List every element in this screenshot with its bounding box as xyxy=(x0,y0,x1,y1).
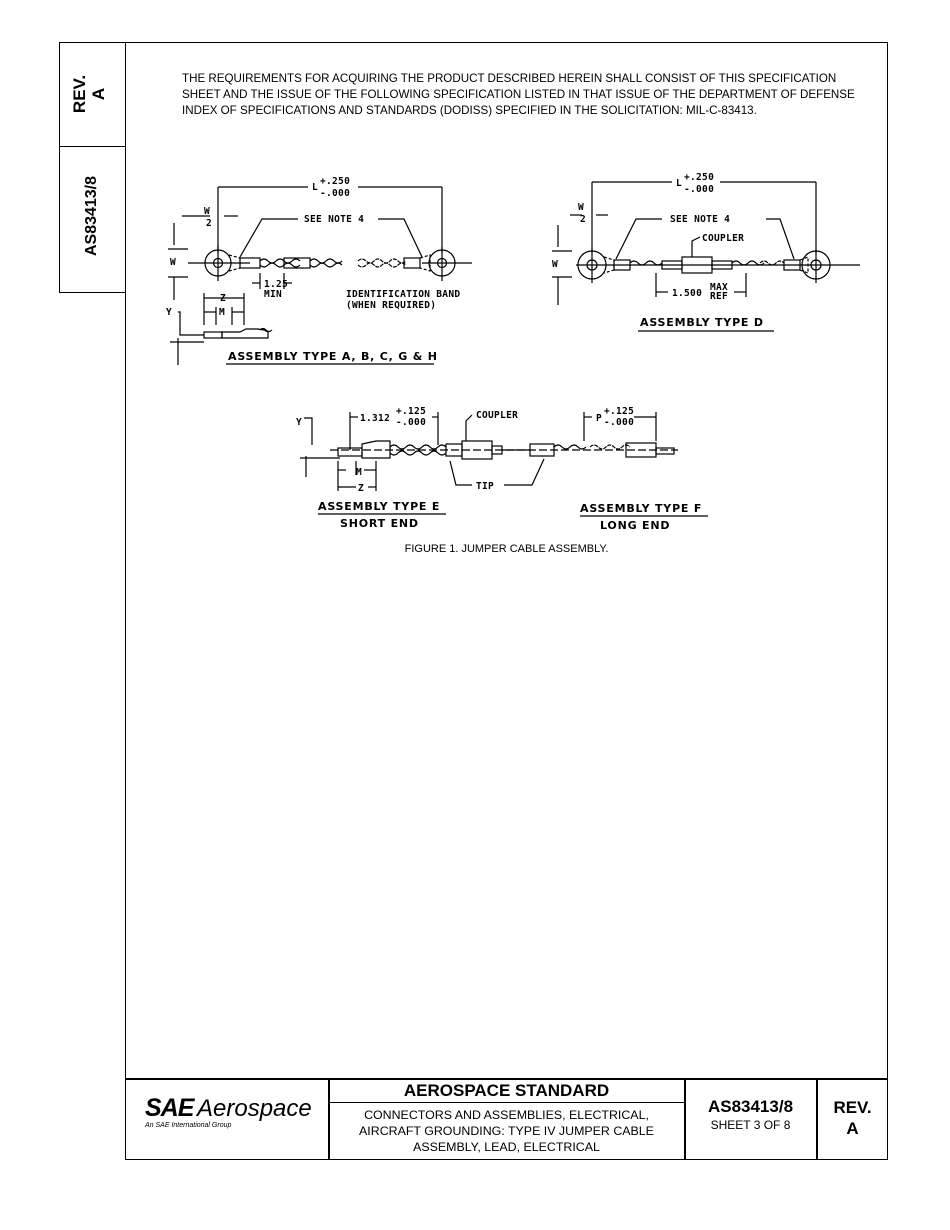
title-block: SAE Aerospace An SAE International Group… xyxy=(125,1078,888,1160)
side-tab xyxy=(59,42,126,293)
assembly-type-ef-drawing xyxy=(300,412,708,517)
label-w-half-den: 2 xyxy=(206,218,212,229)
requirements-paragraph: THE REQUIREMENTS FOR ACQUIRING THE PRODU… xyxy=(182,72,855,117)
label-m: M xyxy=(219,307,225,318)
label-tol-250-d: +.250 xyxy=(684,172,714,183)
side-tab-divider xyxy=(59,146,126,147)
label-ref: REF xyxy=(710,291,728,302)
side-rev-value: A xyxy=(89,87,108,101)
label-coupler-e: COUPLER xyxy=(476,410,518,421)
label-tol-000-d: -.000 xyxy=(684,184,714,195)
label-min: MIN xyxy=(264,289,282,300)
label-see-note-d: SEE NOTE 4 xyxy=(670,214,730,225)
label-coupler-d: COUPLER xyxy=(702,233,744,244)
label-id-band-2: (WHEN REQUIRED) xyxy=(346,300,436,311)
label-z: Z xyxy=(220,293,226,304)
logo-subtitle: An SAE International Group xyxy=(145,1122,232,1129)
side-doc-number: AS83413/8 xyxy=(83,175,100,257)
page-frame xyxy=(125,42,888,1160)
label-w-half-num-d: W xyxy=(578,202,584,213)
side-rev-label: REV. xyxy=(70,74,89,114)
label-y: Y xyxy=(166,307,172,318)
jumper-cable-figure: L +.250 -.000 W 2 W SEE NOTE 4 1.25 MIN … xyxy=(160,165,880,545)
label-short-end: SHORT END xyxy=(340,517,419,530)
title-block-top-rule xyxy=(125,1078,888,1080)
side-rev: REV. A xyxy=(70,52,114,136)
revision-box: REV. A xyxy=(817,1097,888,1139)
label-tol-125-f: +.125 xyxy=(604,406,634,417)
label-l: L xyxy=(312,182,318,193)
label-p: P xyxy=(596,413,602,424)
label-max-len: 1.500 xyxy=(672,288,702,299)
label-max: MAX xyxy=(710,282,728,293)
revision-value: A xyxy=(846,1119,859,1138)
label-type-d: ASSEMBLY TYPE D xyxy=(640,316,764,329)
revision-label: REV. xyxy=(833,1098,872,1117)
assembly-type-abc-drawing xyxy=(168,186,472,365)
standard-description: CONNECTORS AND ASSEMBLIES, ELECTRICAL, A… xyxy=(359,1108,654,1154)
label-type-f: ASSEMBLY TYPE F xyxy=(580,502,702,515)
logo-aerospace: Aerospace xyxy=(197,1095,312,1122)
label-tol-000-e: -.000 xyxy=(396,417,426,428)
title-block-divider-2 xyxy=(684,1078,686,1160)
label-l-d: L xyxy=(676,178,682,189)
title-block-title-rule xyxy=(328,1102,685,1103)
document-number: AS83413/8 xyxy=(707,1097,794,1116)
label-w-half-den-d: 2 xyxy=(580,214,586,225)
figure-drawing: L +.250 -.000 W 2 W SEE NOTE 4 1.25 MIN … xyxy=(166,172,860,532)
label-w-half-num: W xyxy=(204,206,210,217)
label-m-e: M xyxy=(356,467,362,478)
assembly-type-d-drawing xyxy=(552,181,860,332)
label-type-e: ASSEMBLY TYPE E xyxy=(318,500,440,513)
label-w: W xyxy=(170,257,176,268)
figure-caption: FIGURE 1. JUMPER CABLE ASSEMBLY. xyxy=(404,543,609,555)
label-long-end: LONG END xyxy=(600,519,670,532)
label-z-e: Z xyxy=(358,483,364,494)
label-tol-000-f: -.000 xyxy=(604,417,634,428)
sae-aerospace-logo: SAE Aerospace An SAE International Group xyxy=(145,1094,325,1134)
label-see-note: SEE NOTE 4 xyxy=(304,214,364,225)
label-tol-250: +.250 xyxy=(320,176,350,187)
sheet-number: SHEET 3 OF 8 xyxy=(710,1118,791,1132)
standard-title: AEROSPACE STANDARD xyxy=(403,1081,610,1100)
label-1312: 1.312 xyxy=(360,413,390,424)
logo-sae: SAE xyxy=(145,1094,194,1122)
label-tol-000: -.000 xyxy=(320,188,350,199)
title-block-divider-3 xyxy=(816,1078,818,1160)
label-type-abc: ASSEMBLY TYPE A, B, C, G & H xyxy=(228,350,438,363)
label-min-len: 1.25 xyxy=(264,279,288,290)
label-tip: TIP xyxy=(476,481,494,492)
label-w-d: W xyxy=(552,259,558,270)
label-id-band-1: IDENTIFICATION BAND xyxy=(346,289,460,300)
label-tol-125: +.125 xyxy=(396,406,426,417)
label-y-e: Y xyxy=(296,417,302,428)
title-block-divider-1 xyxy=(328,1078,330,1160)
